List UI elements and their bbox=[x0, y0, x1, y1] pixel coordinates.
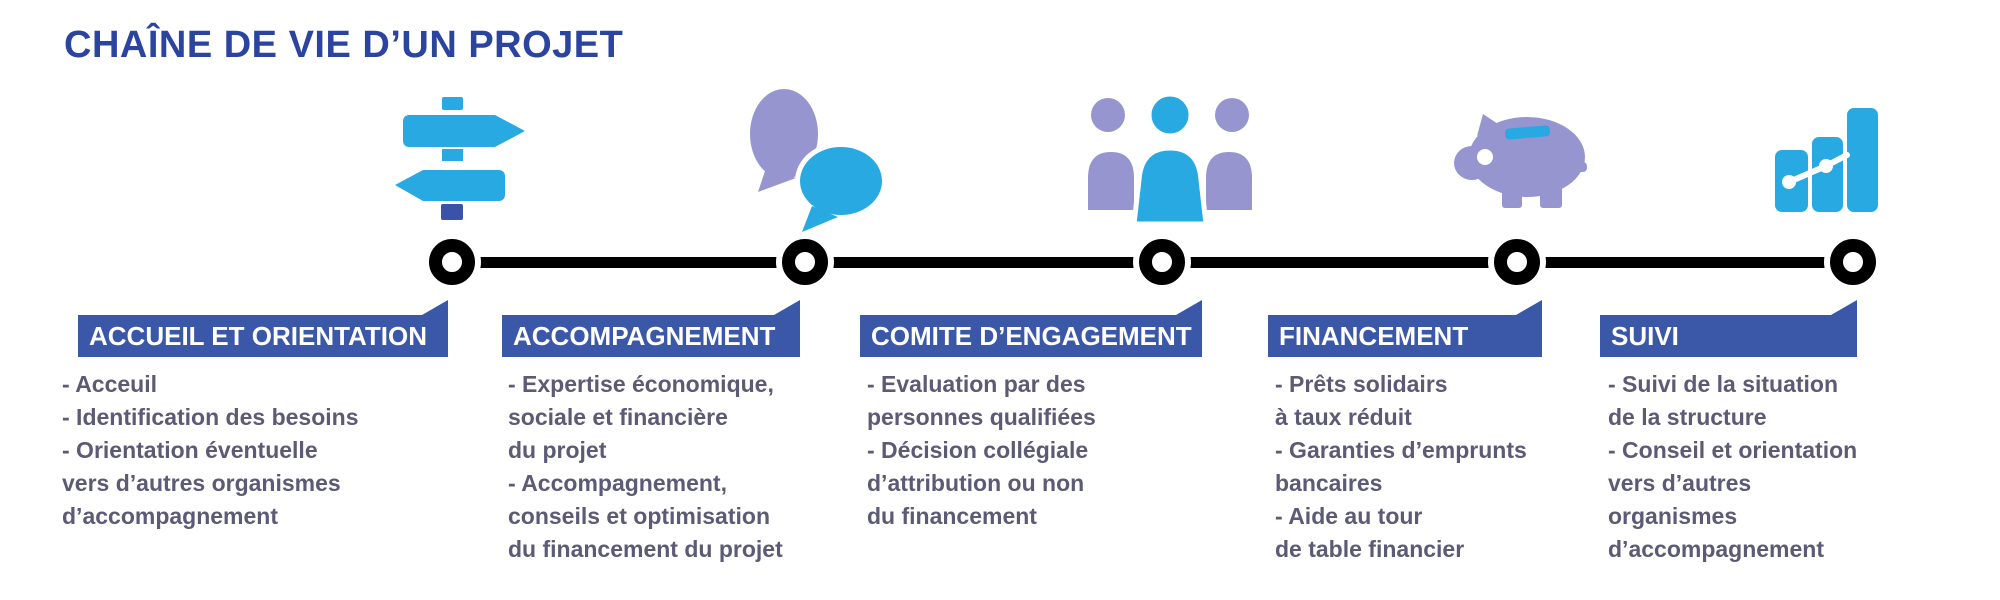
timeline-node-5 bbox=[1830, 239, 1876, 285]
stage-banner-financement: FINANCEMENT bbox=[1268, 300, 1542, 357]
banner-fold bbox=[774, 300, 800, 315]
stage-details-comite-engagement: - Evaluation par des personnes qualifiée… bbox=[867, 371, 1096, 529]
bar-chart-icon bbox=[1773, 106, 1879, 214]
stage-banner-accompagnement: ACCOMPAGNEMENT bbox=[502, 300, 800, 357]
signpost-icon bbox=[383, 92, 527, 224]
stage-banner-suivi: SUIVI bbox=[1600, 300, 1857, 357]
timeline-node-1 bbox=[429, 239, 475, 285]
stage-label: FINANCEMENT bbox=[1279, 320, 1469, 351]
timeline-node-4 bbox=[1494, 239, 1540, 285]
piggy-bank-icon bbox=[1452, 110, 1588, 214]
stage-label: ACCOMPAGNEMENT bbox=[513, 320, 776, 351]
stage-label: SUIVI bbox=[1611, 320, 1679, 351]
stage-details-financement: - Prêts solidairs à taux réduit - Garant… bbox=[1275, 371, 1527, 562]
stage-details-suivi: - Suivi de la situation de la structure … bbox=[1608, 371, 1858, 562]
signpost-graphic bbox=[395, 97, 525, 220]
speech-bubbles-graphic bbox=[750, 89, 887, 234]
banner-fold bbox=[1831, 300, 1857, 315]
piggy-bank-graphic bbox=[1454, 114, 1587, 208]
bar-chart-graphic bbox=[1775, 108, 1878, 212]
stage-label: ACCUEIL ET ORIENTATION bbox=[89, 320, 427, 351]
banner-fold bbox=[422, 300, 448, 315]
people-group-graphic bbox=[1088, 91, 1252, 227]
diagram-title: CHAÎNE DE VIE D’UN PROJET bbox=[64, 24, 624, 66]
timeline-node-3 bbox=[1139, 239, 1185, 285]
timeline-node-2 bbox=[782, 239, 828, 285]
speech-bubbles-icon bbox=[742, 86, 890, 238]
banner-fold bbox=[1516, 300, 1542, 315]
stage-details-accueil-et-orientation: - Acceuil - Identification des besoins -… bbox=[62, 371, 359, 529]
banner-fold bbox=[1176, 300, 1202, 315]
people-group-icon bbox=[1082, 90, 1258, 227]
stage-banner-accueil-et-orientation: ACCUEIL ET ORIENTATION bbox=[78, 300, 448, 357]
stage-details-accompagnement: - Expertise économique, sociale et finan… bbox=[508, 371, 783, 562]
stage-label: COMITE D’ENGAGEMENT bbox=[871, 320, 1192, 351]
stage-banner-comite-engagement: COMITE D’ENGAGEMENT bbox=[860, 300, 1202, 357]
